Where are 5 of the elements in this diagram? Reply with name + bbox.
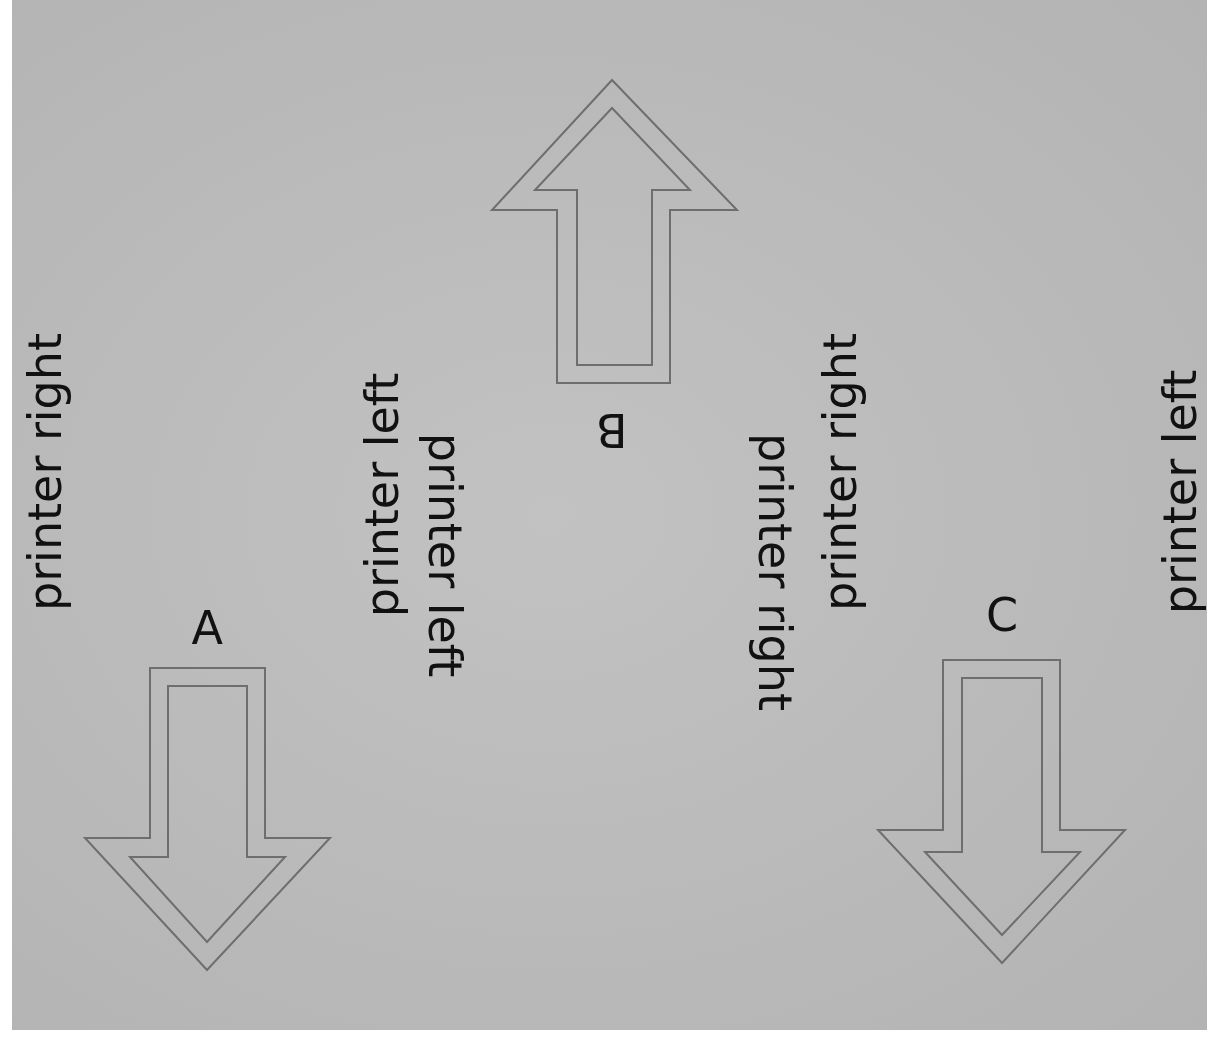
arrow-letter: B bbox=[596, 407, 628, 453]
orientation-label: printer left bbox=[1157, 369, 1204, 615]
arrow-letter: A bbox=[191, 605, 223, 651]
orientation-label: printer left bbox=[359, 372, 406, 618]
arrow-letter: C bbox=[986, 592, 1019, 638]
